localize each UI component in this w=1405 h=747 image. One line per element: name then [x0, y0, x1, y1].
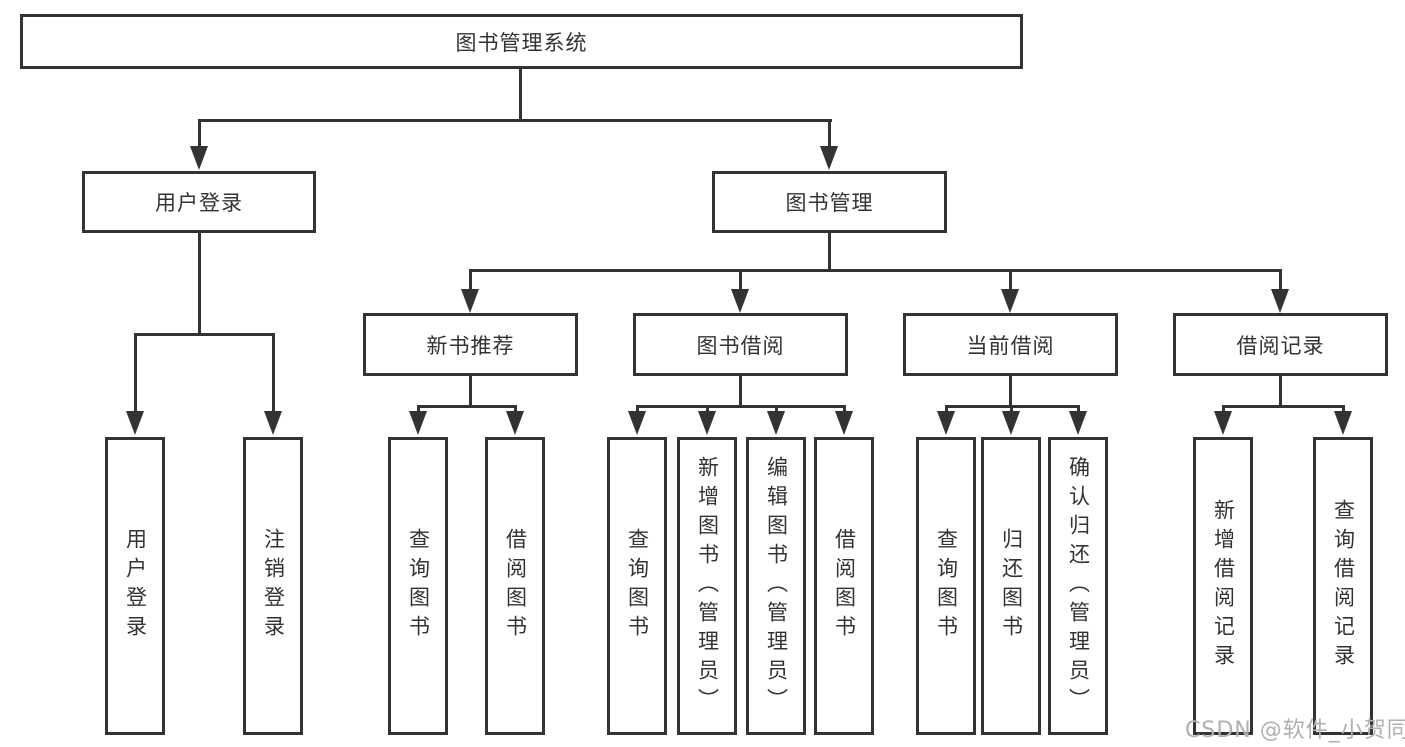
connector-drop [636, 405, 639, 414]
leaf-newbook-query: 查询图书 [388, 437, 448, 735]
leaf-borrow-query-label: 查询图书 [625, 528, 650, 644]
arrow-down-icon [731, 289, 749, 313]
connector-drop [775, 405, 778, 414]
connector-record-branch [1222, 405, 1344, 408]
connector-drop [945, 405, 948, 414]
connector-mgmt-branch [469, 269, 1282, 272]
arrow-down-icon [126, 411, 144, 435]
leaf-borrow-borrow-label: 借阅图书 [832, 528, 857, 644]
node-book-borrow: 图书借阅 [633, 313, 848, 376]
leaf-record-add-label: 新增借阅记录 [1211, 499, 1236, 673]
connector-drop [417, 405, 420, 414]
connector-root-branch [198, 119, 832, 122]
arrow-down-icon [409, 411, 427, 435]
connector-current-stem [1009, 376, 1012, 408]
connector-user-stem [198, 233, 201, 336]
node-current-borrow-label: 当前借阅 [966, 333, 1055, 358]
arrow-down-icon [461, 289, 479, 313]
connector-drop-book-borrow [739, 269, 742, 291]
leaf-borrow-borrow: 借阅图书 [814, 437, 874, 735]
leaf-borrow-edit-admin: 编辑图书（管理员） [746, 437, 806, 735]
arrow-down-icon [1069, 411, 1087, 435]
arrow-down-icon [506, 411, 524, 435]
node-book-management: 图书管理 [712, 171, 947, 233]
connector-mgmt-stem [828, 233, 831, 272]
node-user-login: 用户登录 [82, 171, 316, 233]
leaf-borrow-add-admin: 新增图书（管理员） [677, 437, 737, 735]
connector-drop-book-management [828, 119, 831, 150]
node-new-book-recommend-label: 新书推荐 [426, 333, 515, 358]
arrow-down-icon [835, 411, 853, 435]
arrow-down-icon [1334, 411, 1352, 435]
connector-drop-borrow-record [1279, 269, 1282, 291]
connector-drop [1342, 405, 1345, 414]
leaf-current-return-label: 归还图书 [999, 528, 1024, 644]
node-borrow-record: 借阅记录 [1173, 313, 1388, 376]
arrow-down-icon [190, 146, 208, 170]
leaf-current-query: 查询图书 [916, 437, 976, 735]
leaf-newbook-borrow: 借阅图书 [485, 437, 545, 735]
node-user-login-label: 用户登录 [155, 191, 243, 215]
leaf-newbook-query-label: 查询图书 [406, 528, 431, 644]
arrow-down-icon [820, 146, 838, 170]
arrow-down-icon [1271, 289, 1289, 313]
arrow-down-icon [698, 411, 716, 435]
leaf-newbook-borrow-label: 借阅图书 [503, 528, 528, 644]
csdn-watermark: CSDN @软件_小贺同学 [1185, 718, 1405, 743]
leaf-logout: 注销登录 [243, 437, 303, 735]
node-new-book-recommend: 新书推荐 [363, 313, 578, 376]
connector-newbook-branch [417, 405, 517, 408]
arrow-down-icon [767, 411, 785, 435]
leaf-record-query-label: 查询借阅记录 [1331, 499, 1356, 673]
connector-newbook-stem [469, 376, 472, 408]
connector-drop [514, 405, 517, 414]
connector-record-stem [1279, 376, 1282, 408]
connector-drop-user-leaf-2 [272, 333, 275, 413]
connector-drop-user-login [198, 119, 201, 150]
connector-root-stem [519, 69, 522, 120]
leaf-record-query: 查询借阅记录 [1313, 437, 1373, 735]
node-book-management-label: 图书管理 [785, 191, 874, 215]
node-root-label: 图书管理系统 [455, 30, 588, 55]
connector-drop-user-leaf-1 [134, 333, 137, 413]
leaf-record-add: 新增借阅记录 [1193, 437, 1253, 735]
arrow-down-icon [937, 411, 955, 435]
arrow-down-icon [1002, 411, 1020, 435]
node-book-borrow-label: 图书借阅 [696, 333, 785, 358]
arrow-down-icon [264, 411, 282, 435]
node-root: 图书管理系统 [20, 14, 1023, 69]
connector-borrow-branch [636, 405, 846, 408]
leaf-borrow-query: 查询图书 [607, 437, 667, 735]
leaf-current-confirm-admin: 确认归还（管理员） [1048, 437, 1108, 735]
connector-drop-new-book [469, 269, 472, 291]
arrow-down-icon [628, 411, 646, 435]
leaf-borrow-add-admin-label: 新增图书（管理员） [695, 455, 720, 717]
connector-drop [1077, 405, 1080, 414]
connector-drop [706, 405, 709, 414]
connector-user-branch [134, 333, 275, 336]
connector-drop [1222, 405, 1225, 414]
leaf-current-query-label: 查询图书 [934, 528, 959, 644]
arrow-down-icon [1214, 411, 1232, 435]
arrow-down-icon [1001, 289, 1019, 313]
leaf-borrow-edit-admin-label: 编辑图书（管理员） [764, 455, 789, 717]
connector-drop [843, 405, 846, 414]
leaf-current-return: 归还图书 [981, 437, 1041, 735]
leaf-user-login-label: 用户登录 [123, 528, 148, 644]
connector-drop [1010, 405, 1013, 414]
leaf-user-login: 用户登录 [105, 437, 165, 735]
connector-borrow-stem [739, 376, 742, 408]
node-borrow-record-label: 借阅记录 [1236, 333, 1325, 358]
leaf-current-confirm-admin-label: 确认归还（管理员） [1066, 455, 1091, 717]
connector-drop-current-borrow [1009, 269, 1012, 291]
node-current-borrow: 当前借阅 [903, 313, 1118, 376]
leaf-logout-label: 注销登录 [261, 528, 286, 644]
